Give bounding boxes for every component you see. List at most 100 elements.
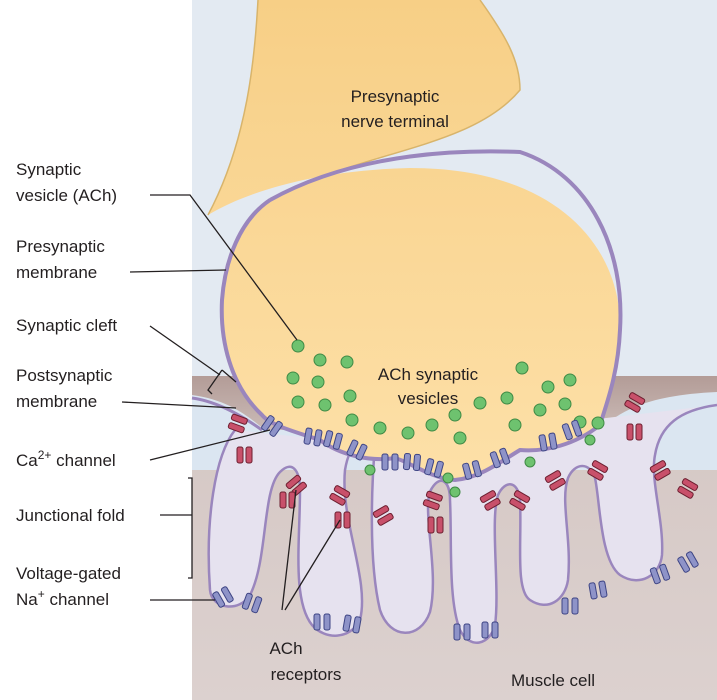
- ach-receptor: [422, 490, 443, 511]
- ach-receptor: [624, 392, 646, 413]
- leader-presynaptic-membrane: [129, 269, 227, 273]
- nerve-terminal-label: Presynaptic: [351, 87, 440, 106]
- leader-postsynaptic-membrane: [121, 401, 237, 409]
- vesicle: [541, 380, 555, 394]
- ach-receptors-label: receptors: [271, 665, 342, 684]
- ach-receptor: [587, 460, 609, 481]
- vesicle: [508, 418, 522, 432]
- vesicle: [524, 456, 536, 468]
- na-channel: [561, 597, 579, 615]
- ca-channel-label: Ca2+ channel: [16, 448, 116, 470]
- ach-receptor: [509, 490, 531, 511]
- junctional-fold-label: Junctional fold: [16, 506, 125, 525]
- synaptic-vesicle-label: vesicle (ACh): [16, 186, 117, 205]
- ca-channel: [561, 419, 583, 441]
- na-channel: [649, 563, 671, 585]
- ca-channel: [538, 432, 558, 452]
- junctional-fold-bracket: [188, 477, 193, 579]
- ach-receptor: [626, 423, 643, 441]
- vesicle: [425, 418, 439, 432]
- ach-receptors-label: ACh: [269, 639, 302, 658]
- ach-receptor: [372, 505, 394, 526]
- na-channel: [342, 614, 362, 634]
- synaptic-cleft-bracket: [207, 369, 237, 395]
- vesicle: [448, 408, 462, 422]
- leader-lines: [121, 194, 341, 611]
- ach-receptor: [479, 490, 501, 511]
- ca-channel: [323, 430, 343, 450]
- ach-receptor: [227, 413, 248, 434]
- na-channel: [313, 613, 331, 631]
- postsynaptic-membrane-label: membrane: [16, 392, 97, 411]
- muscle-cell-label: Muscle cell: [511, 671, 595, 690]
- presynaptic-membrane-label: membrane: [16, 263, 97, 282]
- ca-channels: [261, 415, 583, 480]
- vesicle: [311, 375, 325, 389]
- vesicle: [515, 361, 529, 375]
- na-channel: [453, 623, 471, 641]
- leader-synaptic-cleft: [149, 325, 221, 376]
- ach-receptor: [649, 460, 671, 481]
- vesicle: [313, 353, 327, 367]
- vesicle: [473, 396, 487, 410]
- ach-receptor: [329, 485, 351, 506]
- labels: Presynaptic nerve terminal Synaptic vesi…: [16, 87, 595, 690]
- nerve-terminal-label: nerve terminal: [341, 112, 449, 131]
- vesicle: [343, 389, 357, 403]
- vesicle: [401, 426, 415, 440]
- vesicle: [500, 391, 514, 405]
- vesicle: [340, 355, 354, 369]
- vesicle: [558, 397, 572, 411]
- vesicle: [533, 403, 547, 417]
- ach-receptor: [677, 478, 699, 499]
- synaptic-cleft-label: Synaptic cleft: [16, 316, 117, 335]
- ach-receptor: [236, 446, 253, 464]
- ach-vesicles-label: ACh synaptic: [378, 365, 479, 384]
- na-channel-label: Na+ channel: [16, 587, 109, 609]
- ca-channel: [424, 458, 444, 478]
- vesicle: [442, 472, 454, 484]
- ca-channel: [303, 427, 323, 447]
- ach-receptor: [334, 511, 351, 529]
- vesicle: [373, 421, 387, 435]
- presynaptic-membrane-label: Presynaptic: [16, 237, 105, 256]
- vesicle: [291, 339, 305, 353]
- na-channel: [677, 551, 699, 573]
- vesicle: [453, 431, 467, 445]
- vesicle: [318, 398, 332, 412]
- na-channel-label: Voltage-gated: [16, 564, 121, 583]
- ach-receptors: [227, 392, 699, 534]
- vesicle: [345, 413, 359, 427]
- na-channel: [212, 586, 234, 608]
- leader-ach-receptors: [281, 489, 341, 611]
- synaptic-vesicle-label: Synaptic: [16, 160, 82, 179]
- vesicle: [449, 486, 461, 498]
- ach-receptor: [279, 491, 296, 509]
- presynaptic-nerve-terminal: [208, 0, 621, 480]
- ca-channel: [462, 460, 482, 480]
- na-channel: [241, 592, 263, 614]
- na-channel: [481, 621, 499, 639]
- leader-synaptic-vesicle: [150, 194, 298, 341]
- ca-channel: [346, 439, 368, 461]
- leader-ca-channel: [149, 429, 271, 461]
- synaptic-vesicles: [286, 339, 605, 498]
- vesicle: [584, 434, 596, 446]
- vesicle: [364, 464, 376, 476]
- ca-channel: [261, 415, 283, 437]
- vesicle: [286, 371, 300, 385]
- vesicle: [563, 373, 577, 387]
- postsynaptic-membrane-label: Postsynaptic: [16, 366, 113, 385]
- na-channels: [212, 551, 699, 641]
- ca-channel: [402, 452, 422, 472]
- ach-vesicles-label: vesicles: [398, 389, 458, 408]
- ca-channel: [489, 447, 511, 469]
- ca-channel: [381, 453, 399, 471]
- vesicle: [591, 416, 605, 430]
- ach-receptor: [544, 470, 566, 491]
- ach-receptor: [427, 516, 444, 534]
- na-channel: [588, 580, 608, 600]
- postsynaptic-membrane: [191, 396, 263, 432]
